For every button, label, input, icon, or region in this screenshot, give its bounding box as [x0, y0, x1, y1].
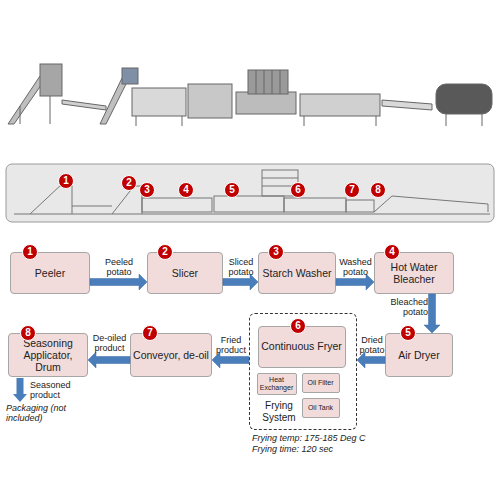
callout-number: 5	[224, 182, 240, 198]
leg	[136, 116, 137, 126]
node-text: Hot Water Bleacher	[377, 261, 451, 285]
edge-label: De-oiled product	[89, 334, 130, 354]
blower	[248, 70, 288, 94]
conveyor	[382, 100, 432, 110]
node-text: Slicer	[172, 267, 198, 279]
flow-arrow	[88, 352, 130, 368]
process-box: Starch Washer	[258, 252, 336, 294]
drum-outline	[374, 196, 488, 212]
edge-label: Fried product	[213, 336, 249, 356]
callout-number: 5	[400, 325, 416, 341]
fryer-outline	[284, 198, 346, 212]
process-box: Peeler	[10, 252, 90, 294]
edge-label: Bleached potato	[374, 298, 428, 318]
fryer	[300, 94, 380, 116]
node-text: Seasoning Applicator, Drum	[11, 337, 85, 373]
note-text: Frying time: 120 sec	[252, 445, 482, 455]
process-box: Slicer	[147, 252, 223, 294]
output-arrow	[13, 378, 27, 402]
leg	[182, 116, 183, 126]
note-text: Packaging (not included)	[6, 404, 78, 424]
bleacher	[188, 84, 232, 118]
edge-label: Dried potato	[357, 336, 387, 356]
process-box: Air Dryer	[385, 333, 453, 377]
leg	[376, 116, 377, 126]
callout-number: 8	[370, 182, 386, 198]
leg	[446, 114, 447, 126]
edge-label: Washed potato	[337, 258, 374, 278]
callout-number: 3	[139, 182, 155, 198]
callout-number: 2	[157, 244, 173, 260]
callout-number: 8	[20, 325, 36, 341]
schematic-line	[14, 170, 490, 214]
note-text: Frying temp: 175-185 Deg C	[252, 434, 482, 444]
slat	[256, 70, 257, 94]
incline-conveyor	[100, 78, 128, 124]
peeler-drum	[40, 64, 62, 96]
component-box: Heat Exchanger	[257, 373, 297, 395]
machinery-photo	[8, 64, 492, 126]
callout-number: 4	[384, 244, 400, 260]
leg	[50, 96, 51, 124]
edge-label: Peeled potato	[93, 258, 145, 278]
slat	[264, 70, 265, 94]
washer-outline	[142, 198, 212, 212]
node-text: Starch Washer	[262, 267, 331, 279]
callout-number: 6	[290, 182, 306, 198]
callout-number: 7	[344, 182, 360, 198]
node-text: Heat Exchanger	[259, 376, 295, 391]
bleacher-outline	[214, 196, 284, 212]
edge-label: Sliced potato	[224, 258, 258, 278]
node-text: Oil Tank	[308, 404, 333, 411]
hood-line	[262, 178, 298, 179]
node-text: Air Dryer	[398, 349, 439, 361]
component-box: Oil Filter	[302, 373, 340, 393]
leg	[20, 106, 21, 124]
conveyor	[62, 100, 106, 110]
group-title: Frying System	[256, 400, 302, 423]
callout-number: 1	[22, 244, 38, 260]
floor-line	[14, 214, 490, 215]
callout-number: 6	[290, 318, 306, 334]
seasoning-drum	[436, 84, 492, 114]
node-text: Peeler	[35, 267, 65, 279]
conveyor-outline	[346, 200, 374, 212]
slicer-motor	[122, 68, 138, 84]
node-text: Conveyor, de-oil	[133, 349, 209, 361]
node-text: Oil Filter	[307, 379, 333, 386]
callout-number: 4	[178, 182, 194, 198]
component-box: Oil Tank	[302, 398, 340, 418]
edge-label: Seasoned product	[30, 381, 90, 401]
callout-number: 7	[142, 325, 158, 341]
process-box: Seasoning Applicator, Drum	[8, 333, 88, 377]
washer-tank	[132, 88, 186, 116]
conveyor-outline	[72, 206, 112, 207]
air-dryer	[236, 92, 296, 114]
leg	[482, 114, 483, 126]
process-box: Conveyor, de-oil	[130, 333, 212, 377]
slat	[272, 70, 273, 94]
callout-number: 3	[268, 244, 284, 260]
callout-number: 2	[121, 175, 137, 191]
node-text: Continuous Fryer	[261, 340, 342, 352]
schematic-band	[6, 164, 494, 222]
process-box: Hot Water Bleacher	[374, 252, 454, 294]
leg	[304, 116, 305, 126]
slat	[280, 70, 281, 94]
callout-number: 1	[58, 173, 74, 189]
